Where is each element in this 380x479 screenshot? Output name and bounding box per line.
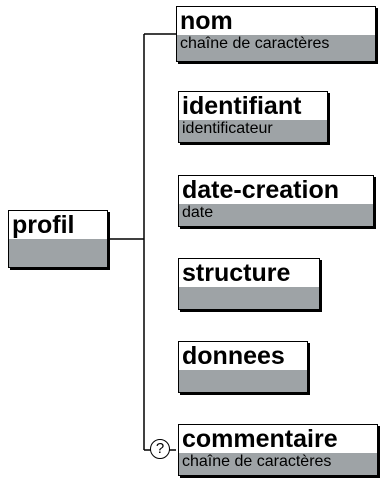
node-name: nom (177, 7, 375, 35)
node-name: date-creation (179, 176, 373, 204)
node-name: commentaire (179, 425, 377, 453)
node-identifiant[interactable]: identifiant identificateur (178, 91, 328, 143)
node-name: donnees (179, 342, 307, 370)
node-name: structure (179, 259, 319, 287)
root-node-name: profil (9, 211, 107, 239)
optional-question-icon: ? (150, 439, 170, 459)
node-structure[interactable]: structure (178, 258, 320, 310)
node-type: identificateur (179, 120, 327, 138)
node-type: date (179, 204, 373, 222)
node-nom[interactable]: nom chaîne de caractères (176, 6, 376, 62)
node-type: chaîne de caractères (177, 35, 375, 53)
root-node-profil[interactable]: profil (8, 210, 108, 268)
node-type: chaîne de caractères (179, 453, 377, 471)
node-date-creation[interactable]: date-creation date (178, 175, 374, 227)
node-commentaire[interactable]: commentaire chaîne de caractères (178, 424, 378, 476)
node-name: identifiant (179, 92, 327, 120)
node-donnees[interactable]: donnees (178, 341, 308, 393)
